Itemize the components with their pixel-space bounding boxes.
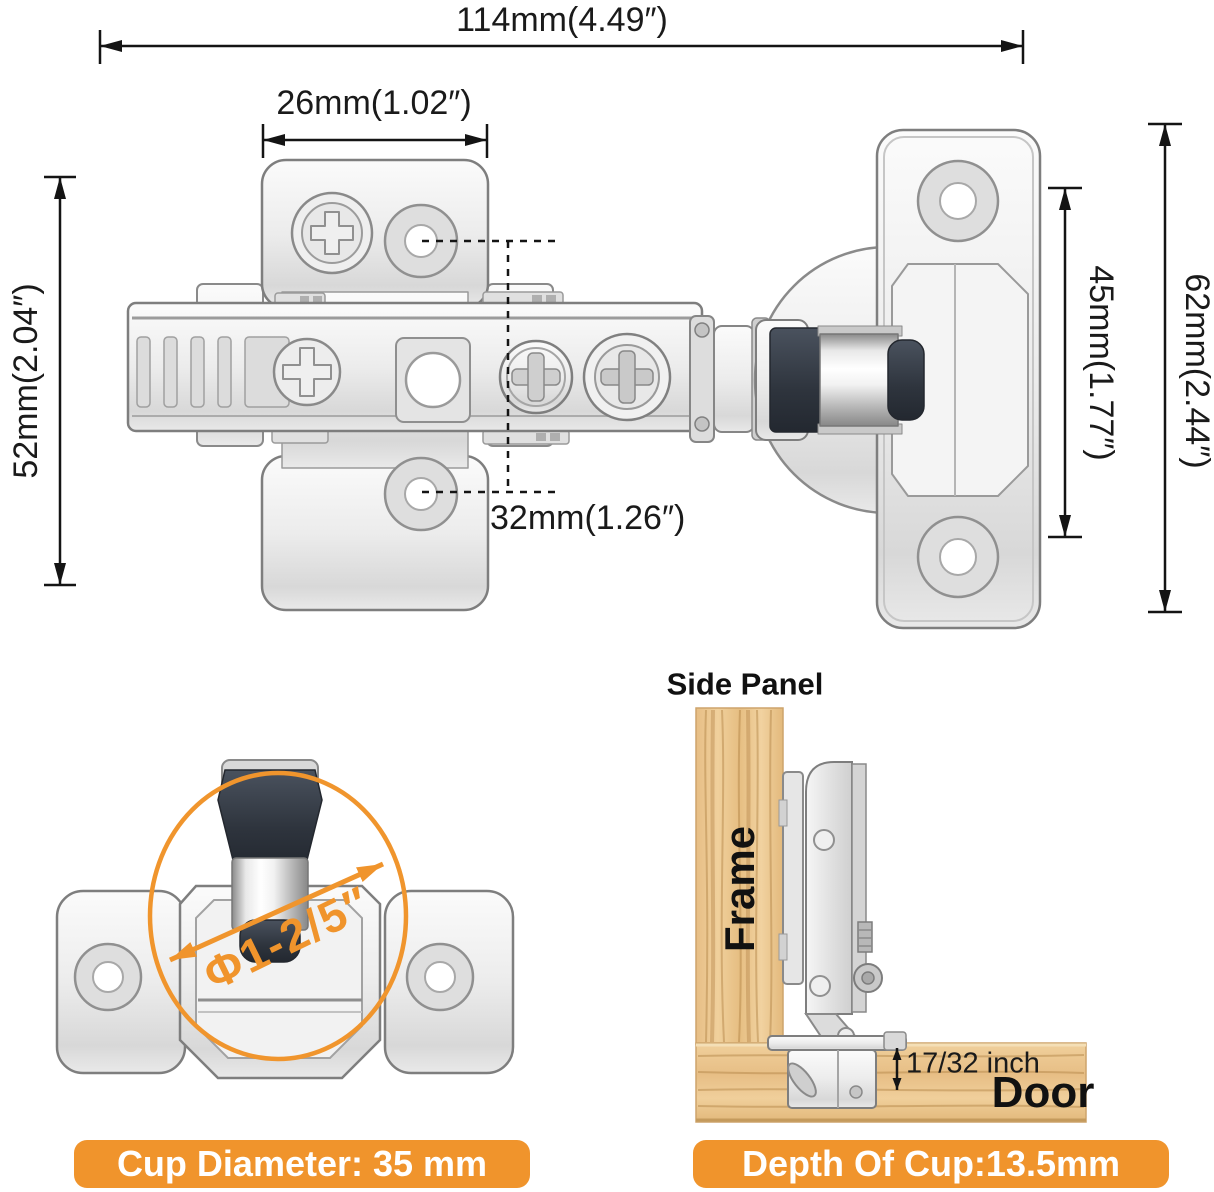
hinge-arm [126, 301, 704, 433]
dim-label-outer-height: 62mm(2.44″) [1178, 273, 1214, 469]
side-plate-hole-bottom [916, 515, 1000, 599]
dim-62mm [1148, 122, 1182, 614]
arm-phillips-screw-1 [498, 339, 574, 415]
plate-screw-hole-top [383, 203, 459, 279]
side-panel-view [695, 707, 1087, 1123]
door-board [695, 1042, 1087, 1123]
door-side-plate [875, 128, 1042, 630]
dim-26mm [261, 124, 489, 158]
cup-diameter-badge: Cup Diameter: 35 mm [74, 1140, 530, 1188]
hinge-side-view [767, 761, 907, 1109]
hinge-top-view [126, 128, 1042, 630]
front-hole-right [405, 942, 475, 1012]
front-hole-left [73, 942, 143, 1012]
dim-label-plate-width: 26mm(1.02″) [276, 84, 472, 122]
frame-label: Frame [716, 825, 763, 953]
side-panel-title: Side Panel [666, 666, 824, 702]
dim-45mm [1048, 186, 1082, 539]
arm-window-hole [395, 337, 471, 423]
dim-52mm [44, 175, 76, 587]
hinge-front-view [55, 759, 515, 1080]
dim-label-overall-width: 114mm(4.49″) [456, 1, 668, 39]
side-plate-hole-top [916, 159, 1000, 243]
arm-cam-screw [272, 337, 342, 407]
cam-adjuster-screw [290, 191, 374, 275]
dim-label-inner-height: 45mm(1.77″) [1082, 265, 1120, 461]
cup-depth-inch-label: 17/32 inch [906, 1047, 1040, 1080]
plate-screw-hole-bottom [383, 456, 459, 532]
dim-114mm [98, 30, 1025, 64]
cup-plug [755, 319, 925, 441]
arm-phillips-screw-2 [582, 332, 672, 422]
dim-32mm-guides [422, 239, 560, 494]
cup-diameter-callout [147, 770, 409, 1062]
dim-label-hole-spacing: 32mm(1.26″) [490, 499, 686, 537]
cup-depth-badge: Depth Of Cup:13.5mm [693, 1140, 1169, 1188]
dimension-lines [44, 30, 1182, 614]
door-label: Door [991, 1068, 1095, 1117]
dim-label-plate-height: 52mm(2.04″) [7, 283, 45, 479]
